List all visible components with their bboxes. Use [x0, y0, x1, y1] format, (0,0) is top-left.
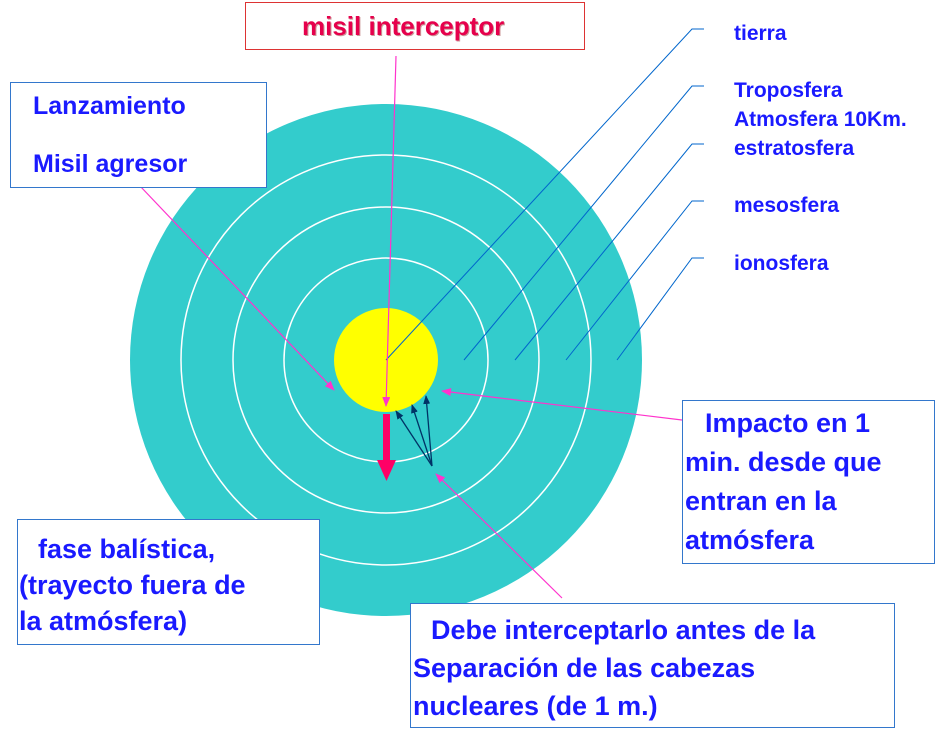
leader-line-ionosfera [616, 257, 704, 361]
leader-line-troposfera [463, 85, 704, 361]
layer-label-tierra: tierra [734, 22, 787, 45]
intercept-line2: Separación de las cabezas [413, 653, 756, 683]
ballistic-line3: la atmósfera) [19, 606, 188, 636]
interceptor-pointer [382, 55, 397, 407]
leader-line-mesosfera [565, 200, 704, 361]
layer-label-troposfera: Troposfera [734, 79, 843, 102]
leader-line-estratosfera [514, 143, 704, 361]
impact-pointer [441, 388, 683, 421]
mesosphere-ring [232, 206, 540, 514]
impact-line1: Impacto en 1 [705, 408, 871, 438]
launch-pointer [139, 185, 335, 391]
impact-line3: entran en la [685, 486, 837, 516]
intercept-line1: Debe interceptarlo antes de la [431, 615, 816, 645]
intercept-pointer [435, 473, 563, 599]
intercept-box: Debe interceptarlo antes de la Separació… [410, 603, 895, 728]
impact-box: Impacto en 1 min. desde que entran en la… [682, 400, 935, 564]
launch-box: Lanzamiento Misil agresor [10, 82, 267, 188]
missile-arrow-shaft [383, 414, 390, 462]
layer-label-atmosfera-10km: Atmosfera 10Km. [734, 108, 907, 131]
ionosphere-ring [180, 154, 592, 566]
missile-arrow-head [377, 460, 396, 481]
ballistic-line2: (trayecto fuera de [19, 570, 246, 600]
leader-line-tierra [385, 28, 704, 361]
intercept-line3: nucleares (de 1 m.) [413, 691, 658, 721]
layer-label-estratosfera: estratosfera [734, 137, 855, 160]
ballistic-phase-box: fase balística, (trayecto fuera de la at… [17, 519, 320, 645]
impact-line4: atmósfera [685, 525, 815, 555]
impact-line2: min. desde que [685, 447, 882, 477]
layer-label-ionosfera: ionosfera [734, 252, 829, 275]
layer-label-mesosfera: mesosfera [734, 194, 840, 217]
ballistic-line1: fase balística, [38, 534, 216, 564]
interceptor-title: misil interceptor [302, 11, 505, 41]
launch-label-line1: Lanzamiento [33, 92, 186, 120]
warhead-arrow-3 [423, 395, 433, 467]
warhead-arrow-1 [395, 410, 433, 467]
interceptor-title-box: misil interceptor [245, 2, 585, 50]
launch-label-line2: Misil agresor [33, 150, 188, 178]
warhead-arrow-2 [411, 404, 433, 467]
